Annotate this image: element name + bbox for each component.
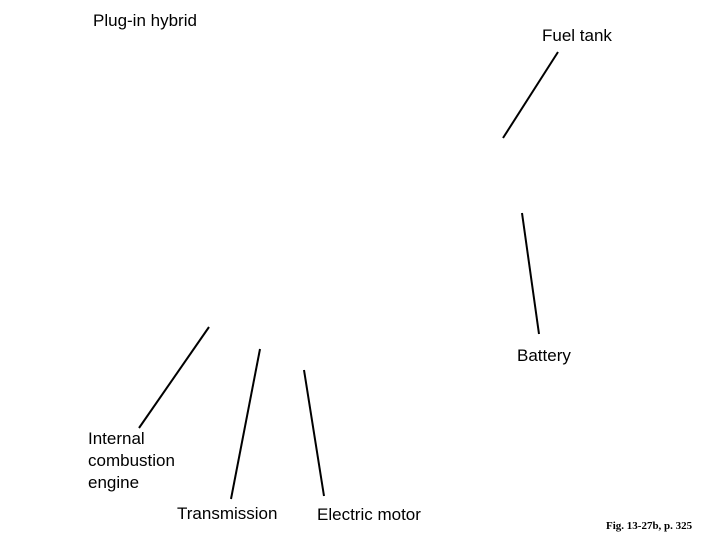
fuel-tank-leader-line bbox=[502, 51, 559, 139]
figure-caption: Fig. 13-27b, p. 325 bbox=[606, 520, 693, 532]
battery-leader-line bbox=[521, 212, 540, 335]
fuel-tank-label: Fuel tank bbox=[542, 26, 612, 45]
engine-label-line-1: Internal bbox=[88, 429, 145, 448]
diagram-title: Plug-in hybrid bbox=[93, 11, 197, 30]
transmission-label: Transmission bbox=[177, 504, 278, 523]
transmission-leader-line bbox=[230, 348, 261, 500]
electric-motor-label: Electric motor bbox=[317, 505, 421, 524]
engine-label-line-2: combustion bbox=[88, 451, 175, 470]
engine-leader-line bbox=[138, 326, 210, 429]
engine-label-line-3: engine bbox=[88, 473, 140, 492]
engine-label: Internal combustion engine bbox=[88, 428, 175, 494]
electric-motor-leader-line bbox=[303, 369, 325, 497]
battery-label: Battery bbox=[517, 346, 571, 365]
